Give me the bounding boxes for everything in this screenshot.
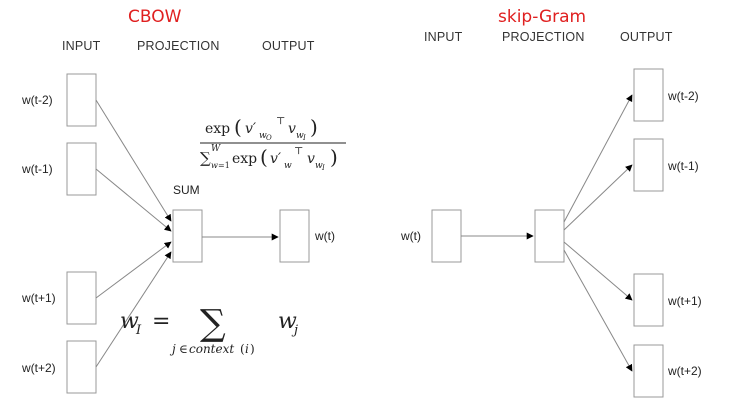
cbow-input-box-4 — [66, 340, 97, 394]
skipgram-output-box-4 — [633, 344, 664, 398]
svg-text:j: j — [169, 342, 176, 356]
cbow-edge-4 — [95, 251, 172, 368]
svg-text:v′: v′ — [270, 151, 282, 167]
svg-text:I: I — [302, 134, 306, 142]
cbow-header-output: OUTPUT — [262, 39, 315, 53]
svg-text:w: w — [120, 309, 139, 334]
skipgram-panel: skip-Gram INPUT PROJECTION OUTPUT w(t) w… — [400, 7, 702, 398]
skipgram-output-label-3: w(t+1) — [667, 294, 702, 308]
cbow-header-projection: PROJECTION — [137, 39, 220, 53]
skipgram-title: skip-Gram — [498, 7, 586, 27]
cbow-input-label-4: w(t+2) — [21, 361, 56, 375]
cbow-input-label-1: w(t-2) — [21, 93, 53, 107]
svg-text:∑: ∑ — [200, 149, 211, 167]
cbow-edge-2 — [95, 168, 172, 232]
cbow-edge-1 — [95, 99, 172, 222]
skipgram-edge-3 — [563, 241, 633, 301]
svg-text:v′: v′ — [245, 121, 257, 137]
svg-text:j: j — [291, 323, 298, 338]
skipgram-header-projection: PROJECTION — [502, 30, 585, 44]
cbow-output-box — [279, 209, 310, 263]
svg-text:v: v — [307, 151, 315, 167]
svg-text:⊤: ⊤ — [294, 146, 303, 157]
svg-text:exp: exp — [232, 151, 257, 167]
cbow-edge-3 — [95, 241, 172, 299]
cbow-input-box-3 — [66, 271, 97, 325]
skipgram-edge-1 — [563, 94, 633, 223]
skipgram-output-label-4: w(t+2) — [667, 364, 702, 378]
skipgram-input-label: w(t) — [400, 229, 421, 243]
svg-text:(: ( — [260, 145, 268, 169]
svg-text:v: v — [288, 121, 296, 137]
cbow-input-label-3: w(t+1) — [21, 291, 56, 305]
skipgram-output-label-2: w(t-1) — [667, 159, 699, 173]
cbow-title: CBOW — [128, 7, 182, 27]
cbow-sum-label: SUM — [173, 183, 200, 197]
svg-text:): ) — [310, 115, 318, 139]
skipgram-header-input: INPUT — [424, 30, 463, 44]
svg-text:exp: exp — [205, 121, 230, 137]
svg-text:w: w — [315, 161, 323, 171]
skipgram-header-output: OUTPUT — [620, 30, 673, 44]
svg-text:=: = — [152, 309, 170, 334]
svg-text:i: i — [245, 342, 249, 356]
cbow-input-box-1 — [66, 73, 97, 127]
svg-text:w: w — [278, 309, 297, 334]
svg-text:w: w — [296, 131, 304, 141]
svg-text:): ) — [250, 342, 255, 356]
skipgram-edge-4 — [563, 249, 633, 372]
svg-text:w: w — [259, 131, 267, 141]
svg-text:∈: ∈ — [179, 342, 188, 356]
svg-text:w: w — [284, 161, 292, 171]
svg-text:O: O — [266, 134, 272, 142]
cbow-panel: CBOW INPUT PROJECTION OUTPUT w(t-2) w(t-… — [21, 7, 346, 394]
svg-text:): ) — [330, 145, 338, 169]
svg-text:(: ( — [234, 115, 242, 139]
svg-text:∑: ∑ — [200, 303, 226, 344]
svg-text:=1: =1 — [218, 161, 230, 170]
skipgram-output-label-1: w(t-2) — [667, 89, 699, 103]
skipgram-edge-2 — [563, 164, 633, 231]
cbow-input-label-2: w(t-1) — [21, 162, 53, 176]
skipgram-output-box-2 — [633, 138, 664, 192]
skipgram-input-box — [431, 209, 462, 263]
cbow-softmax-formula: exp ( v′ w O ⊤ v w I ) ∑ W w =1 exp ( v′… — [200, 115, 346, 172]
cbow-sum-formula: w I = ∑ j ∈ context ( i ) w j — [120, 303, 298, 356]
svg-text:context: context — [189, 342, 234, 356]
cbow-input-box-2 — [66, 142, 97, 196]
svg-text:I: I — [135, 323, 142, 338]
skipgram-output-box-1 — [633, 68, 664, 122]
cbow-header-input: INPUT — [62, 39, 101, 53]
svg-text:(: ( — [240, 342, 245, 356]
cbow-projection-box — [172, 209, 203, 263]
svg-text:⊤: ⊤ — [276, 116, 285, 127]
skipgram-output-box-3 — [633, 273, 664, 327]
svg-text:w: w — [211, 161, 218, 170]
skipgram-projection-box — [534, 209, 565, 263]
svg-text:I: I — [321, 164, 325, 172]
cbow-output-label: w(t) — [314, 229, 335, 243]
svg-text:W: W — [211, 144, 221, 154]
